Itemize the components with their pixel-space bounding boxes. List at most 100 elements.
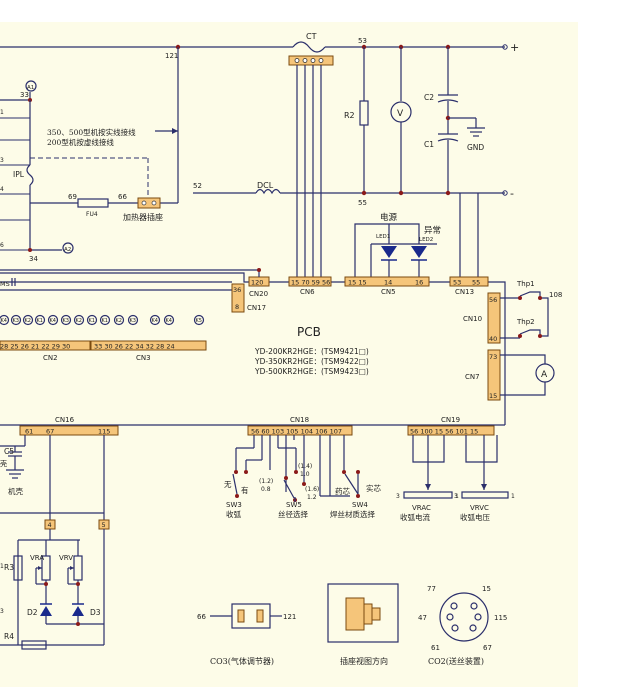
cn2-pins: 28 25 26 21 22 29 30 <box>0 343 70 351</box>
key-10: K3 <box>130 318 136 324</box>
schematic-background <box>0 22 578 687</box>
bottom-connectors: 66 121 CO3(气体调节器) 插座视图方向 77 15 47 115 61… <box>197 583 507 666</box>
d3-diode <box>72 606 84 616</box>
pcb-title: PCB <box>297 325 321 339</box>
cn10-connector <box>487 292 501 344</box>
wire-12: 1.2 <box>307 494 317 501</box>
vrv-label: VRV <box>59 554 73 562</box>
side-label-1: 1 <box>0 109 4 116</box>
co2-pin-15: 15 <box>482 585 491 593</box>
led1-label: LED1 <box>376 234 390 240</box>
vrac-label: VRAC <box>412 504 431 512</box>
socket-view-box <box>327 583 399 643</box>
led1-diode <box>381 246 397 258</box>
pcb-model-350: YD-350KR2HGE：(TSM9422□) <box>254 357 369 366</box>
pcb-model-200: YD-200KR2HGE：(TSM9421□) <box>254 347 369 356</box>
cn7-connector <box>487 349 501 401</box>
d2-diode <box>40 606 52 616</box>
key-11: K4 <box>152 318 158 324</box>
thp2-label: Thp2 <box>516 318 535 326</box>
key-3: K1 <box>37 318 43 324</box>
cn13-pin-53: 53 <box>453 279 461 287</box>
cn17-pin-36: 36 <box>233 286 241 294</box>
key-4: K4 <box>50 318 56 324</box>
sw3-desc: 收弧 <box>226 509 241 519</box>
cn6-pins: 15 70 59 56 <box>291 279 330 287</box>
co2-pin-115: 115 <box>494 614 507 622</box>
vrvc-pin-1: 1 <box>511 493 515 500</box>
a1-label: A1 <box>27 85 34 91</box>
node-4-label: 4 <box>48 521 52 529</box>
minus-terminal: - <box>510 187 514 200</box>
dcl-label: DCL <box>257 181 274 190</box>
n69-label: 69 <box>68 193 77 201</box>
co3-pin-121: 121 <box>283 613 296 621</box>
key-9: K2 <box>116 318 122 324</box>
sw4-label: SW4 <box>352 501 368 509</box>
c2-label: C2 <box>424 93 434 102</box>
vra-label: VRA <box>30 554 44 562</box>
n66-label: 66 <box>118 193 127 201</box>
fault-led-label: 异常 <box>424 225 441 236</box>
cn5-label: CN5 <box>381 288 396 296</box>
sw4-flux-label: 药芯 <box>335 486 350 496</box>
sw4-desc: 焊丝材质选择 <box>330 509 375 519</box>
cn3-connector <box>90 340 207 351</box>
led2-label: LED2 <box>419 237 433 243</box>
n121-label: 121 <box>165 52 178 60</box>
key-7: K1 <box>89 318 95 324</box>
control-connectors: CN16 61 67 115 CN18 56 60 103 105 104 10… <box>0 416 505 436</box>
wire-14-paren: (1.4) <box>298 463 312 470</box>
cn19-connector <box>407 425 495 436</box>
side-label-4: 4 <box>0 186 4 193</box>
pcb-board: 15 70 59 56 CN6 15 15 14 16 CN5 53 55 CN… <box>0 268 562 425</box>
cn6-connector <box>288 276 332 287</box>
cn5-connector <box>344 276 430 287</box>
wire-10: 1.0 <box>300 471 310 478</box>
cn20-pin: 120 <box>251 279 263 287</box>
cn19-label: CN19 <box>441 416 460 424</box>
vrac-pin-3: 3 <box>396 493 400 500</box>
sw3-on-label: 有 <box>241 485 249 495</box>
cn16-connector <box>19 425 119 436</box>
co2-pin-61: 61 <box>431 644 440 652</box>
cn17-pin-8: 8 <box>235 303 239 311</box>
power-led-label: 电源 <box>380 212 398 223</box>
c1-label: C1 <box>424 140 434 149</box>
case-label: 壳 <box>0 459 7 468</box>
cn7-pin-15: 15 <box>489 392 497 400</box>
wire-08: 0.8 <box>261 486 271 493</box>
side-label-3: 3 <box>0 157 4 164</box>
a2-label: A2 <box>64 247 71 253</box>
vrvc-label: VRVC <box>470 504 489 512</box>
ipl-label: IPL <box>13 170 25 179</box>
cn7-label: CN7 <box>465 373 480 381</box>
r4-label: R4 <box>4 632 14 641</box>
chassis-label: 机壳 <box>8 486 23 496</box>
key-1: K3 <box>13 318 19 324</box>
gnd-label: GND <box>467 143 484 152</box>
key-0: K4 <box>1 318 7 324</box>
cn17-label: CN17 <box>247 304 266 312</box>
co2-pin-67: 67 <box>483 644 492 652</box>
left-cut-1: 1 <box>0 563 4 570</box>
co2-caption: CO2(送丝装置) <box>428 656 484 666</box>
ammeter-label: A <box>541 370 548 380</box>
cn5-pin-1: 15 15 <box>348 279 367 287</box>
co2-pin-47: 47 <box>418 614 427 622</box>
cn13-pin-55: 55 <box>472 279 480 287</box>
cn2-label: CN2 <box>43 354 58 362</box>
key-2: K2 <box>25 318 31 324</box>
cn10-label: CN10 <box>463 315 482 323</box>
key-13: K5 <box>196 318 202 324</box>
led2-diode <box>411 246 427 258</box>
key-12: K4 <box>166 318 172 324</box>
key-row: K4 K3 K2 K1 K4 K3 K2 K1 K1 K2 K3 K4 K4 K… <box>0 314 205 326</box>
key-5: K3 <box>63 318 69 324</box>
cn18-pins: 56 60 103 105 104 106 107 <box>251 428 342 436</box>
cn16-pin-115: 115 <box>98 428 110 436</box>
co2-socket <box>439 592 489 642</box>
ms-label: MS <box>0 280 10 288</box>
cn16-pin-61: 61 <box>25 428 33 436</box>
